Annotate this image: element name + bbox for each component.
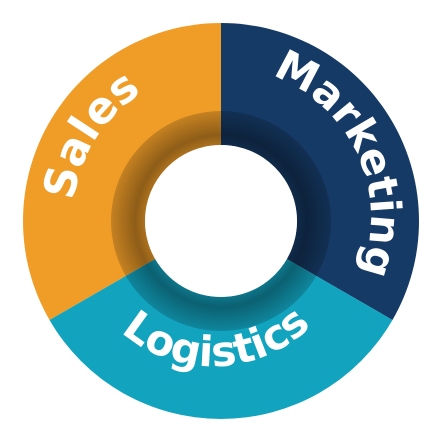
marketing-segment bbox=[221, 23, 420, 320]
logistics-segment bbox=[49, 275, 393, 419]
outer-ring bbox=[22, 23, 420, 419]
sales-segment bbox=[22, 23, 221, 320]
center-circle bbox=[145, 145, 297, 297]
